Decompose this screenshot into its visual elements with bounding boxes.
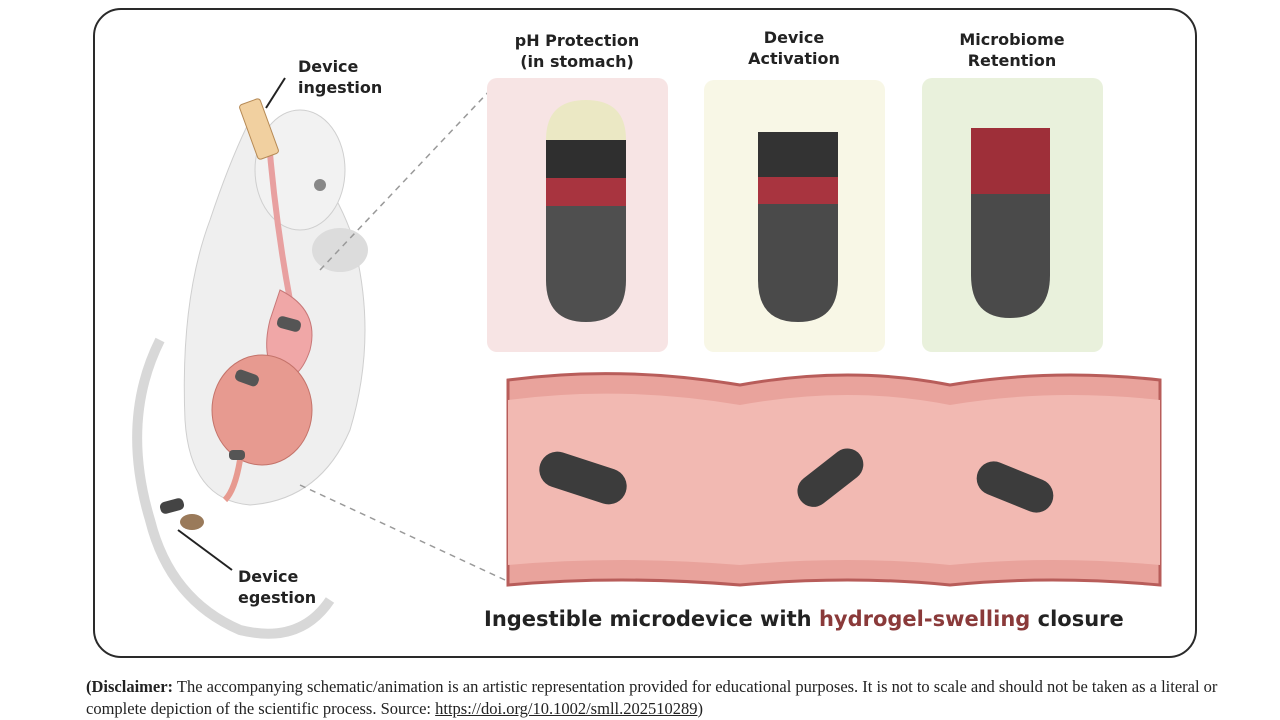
caption-text: closure: [1030, 607, 1124, 631]
label-line: Device: [763, 28, 825, 47]
figure-caption: Ingestible microdevice with hydrogel-swe…: [484, 607, 1124, 631]
device-egestion-label: Device egestion: [238, 566, 316, 608]
label-line: Activation: [748, 49, 840, 68]
disclaimer-label: (Disclaimer:: [86, 677, 174, 696]
label-line: Device: [238, 567, 299, 586]
label-line: pH Protection: [514, 31, 640, 50]
label-line: Microbiome: [959, 30, 1065, 49]
figure-frame: [93, 8, 1197, 658]
intestine-illustration: [506, 372, 1162, 587]
label-line: ingestion: [298, 78, 383, 97]
label-line: Device: [298, 57, 359, 76]
label-line: egestion: [238, 588, 317, 607]
disclaimer: (Disclaimer: The accompanying schematic/…: [86, 676, 1236, 720]
caption-highlight: hydrogel-swelling: [818, 607, 1031, 631]
device-ingestion-label: Device ingestion: [298, 56, 382, 98]
disclaimer-close: ): [697, 699, 703, 718]
label-line: Retention: [967, 51, 1057, 70]
disclaimer-text: The accompanying schematic/animation is …: [86, 677, 1218, 718]
source-link[interactable]: https://doi.org/10.1002/smll.202510289: [435, 699, 698, 718]
stage-label-ph-protection: pH Protection (in stomach): [497, 30, 657, 72]
stage-panels: [487, 78, 1103, 352]
stage-label-device-activation: Device Activation: [714, 27, 874, 69]
mouse-illustration: [132, 77, 506, 639]
stage-label-microbiome-retention: Microbiome Retention: [932, 29, 1092, 71]
label-line: (in stomach): [520, 52, 634, 71]
caption-text: Ingestible microdevice with: [484, 607, 819, 631]
